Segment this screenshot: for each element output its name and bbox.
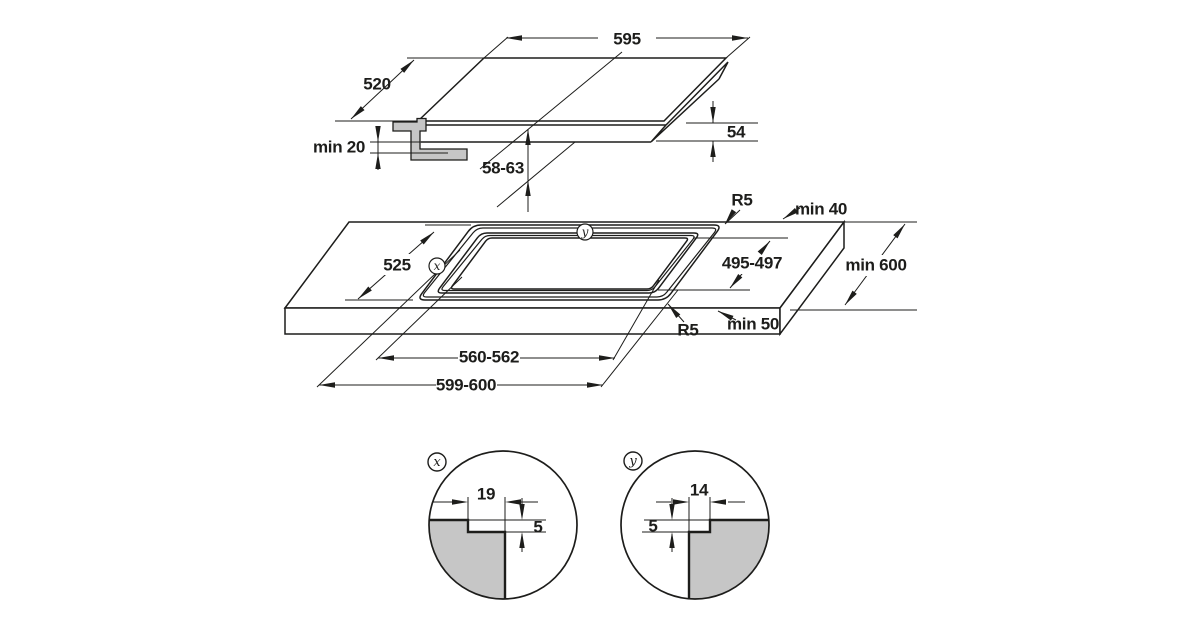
dimension-arrowheads xyxy=(319,35,905,548)
section-markers: x y xyxy=(428,223,594,275)
dim-cutout-inner-depth: 495-497 xyxy=(722,254,782,273)
dim-cutout-width: 599-600 xyxy=(436,376,496,395)
dim-hob-height: 54 xyxy=(727,123,746,142)
dim-detail-x-width: 19 xyxy=(477,485,495,504)
worktop-end-face xyxy=(779,219,845,337)
marker-x-circle xyxy=(428,257,446,275)
mounting-clamp-profile xyxy=(392,117,468,161)
dim-detail-y-depth: 5 xyxy=(648,517,657,536)
dim-min-worktop-depth: min 600 xyxy=(845,256,906,275)
dim-detail-x-depth: 5 xyxy=(533,518,542,537)
hob-body xyxy=(421,78,720,143)
dim-radius-front: R5 xyxy=(677,321,698,340)
dim-min-front: min 50 xyxy=(727,315,779,334)
dim-min-clearance: min 20 xyxy=(313,138,365,157)
dim-min-rear: min 40 xyxy=(795,200,847,219)
worktop-front-face xyxy=(284,307,781,335)
worktop-isometric-view xyxy=(283,219,917,337)
marker-x-label: x xyxy=(434,259,441,273)
detail-x-material xyxy=(429,520,505,599)
dim-cutout-depth: 525 xyxy=(383,256,410,275)
dim-detail-y-width: 14 xyxy=(690,481,709,500)
dim-radius-rear: R5 xyxy=(731,191,752,210)
detail-x-view: x xyxy=(427,450,578,600)
dim-hob-width: 595 xyxy=(613,30,640,49)
dim-build-in-depth: 58-63 xyxy=(482,159,524,178)
detail-y-circle xyxy=(620,450,770,600)
detail-x-marker-circle xyxy=(427,452,447,472)
detail-y-marker-circle xyxy=(623,451,643,471)
dim-cutout-inner-width: 560-562 xyxy=(459,348,519,367)
marker-y-label: y xyxy=(581,225,589,239)
dim-hob-depth: 520 xyxy=(363,75,390,94)
detail-y-marker-label: y xyxy=(628,454,637,469)
cutout-outlines xyxy=(419,224,720,301)
dimension-labels: 595 520 min 20 58-63 54 525 495-497 560-… xyxy=(313,30,907,537)
detail-y-view: y xyxy=(620,450,770,600)
detail-x-circle xyxy=(428,450,578,600)
detail-y-material xyxy=(689,520,769,599)
detail-x-marker-label: x xyxy=(433,455,441,470)
hob-isometric-view xyxy=(392,57,729,161)
marker-y-circle xyxy=(576,223,594,241)
